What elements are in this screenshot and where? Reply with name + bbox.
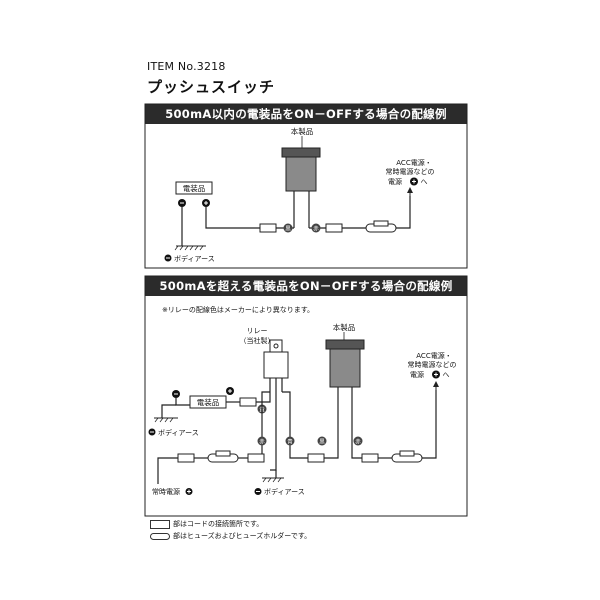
panel2-tag-blue: 青 <box>287 438 293 446</box>
panel2-body-earth-bottom: ボディアース <box>264 487 305 496</box>
product-name: プッシュスイッチ <box>147 78 276 96</box>
panel1-power-label-3: 電源 <box>388 177 402 186</box>
panel2-power-label-4: へ <box>443 371 450 379</box>
switch-body <box>285 156 317 192</box>
panel1-product-label: 本製品 <box>291 126 314 136</box>
panel1-frame <box>144 103 468 269</box>
panel2-tag-red-1: 赤 <box>259 438 265 446</box>
panel2-product-label: 本製品 <box>333 322 356 332</box>
item-number: ITEM No.3218 <box>147 60 226 73</box>
panel2-frame <box>144 275 468 517</box>
panel2-power-label-1: ACC電源・ <box>416 351 451 360</box>
panel1-device-label: 電装品 <box>183 183 206 193</box>
panel1-connector-2 <box>325 223 343 233</box>
legend-connection-text: 部はコードの接続箇所です。 <box>173 520 264 528</box>
panel1-tag-red: 赤 <box>313 225 319 233</box>
switch-cap <box>281 147 321 158</box>
panel2-device-label: 電装品 <box>197 397 220 407</box>
legend-fuse: 部はヒューズおよびヒューズホルダーです。 <box>150 531 311 541</box>
fuse-legend-icon <box>150 532 170 540</box>
panel1-tag-black: 黒 <box>285 226 291 233</box>
constant-power-label: 常時電源 <box>152 487 180 496</box>
connector-legend-icon <box>150 519 170 529</box>
relay-label-1: リレー <box>247 327 268 335</box>
panel1-body-earth: ボディアース <box>174 254 215 263</box>
legend-fuse-text: 部はヒューズおよびヒューズホルダーです。 <box>173 532 312 540</box>
panel2-title: 500mAを超える電装品をON－OFFする場合の配線例 <box>145 276 467 296</box>
panel1-device-box <box>175 181 213 195</box>
legend-connection: 部はコードの接続箇所です。 <box>150 519 263 529</box>
panel2-note: ※リレーの配線色はメーカーにより異なります。 <box>162 305 314 314</box>
panel2-power-label-3: 電源 <box>410 370 424 379</box>
relay-body <box>263 351 289 379</box>
panel1-power-label-1: ACC電源・ <box>396 158 431 167</box>
panel2-switch-body <box>329 348 361 388</box>
panel1-connector-1 <box>259 223 277 233</box>
panel2-tag-red-2: 赤 <box>355 438 361 446</box>
panel1-power-label-4: へ <box>421 178 428 186</box>
panel2-tag-black: 黒 <box>319 439 325 446</box>
panel1-power-label-2: 常時電源などの <box>386 167 435 176</box>
panel1-wire-tag-black <box>283 223 293 233</box>
panel1-title: 500mA以内の電装品をON－OFFする場合の配線例 <box>145 104 467 124</box>
panel2-switch-cap <box>325 339 365 350</box>
panel2-power-label-2: 常時電源などの <box>408 360 457 369</box>
relay-label-2: （当社製） <box>240 336 275 345</box>
panel1-wire-tag-red <box>311 223 321 233</box>
panel2-body-earth-left: ボディアース <box>158 428 199 437</box>
